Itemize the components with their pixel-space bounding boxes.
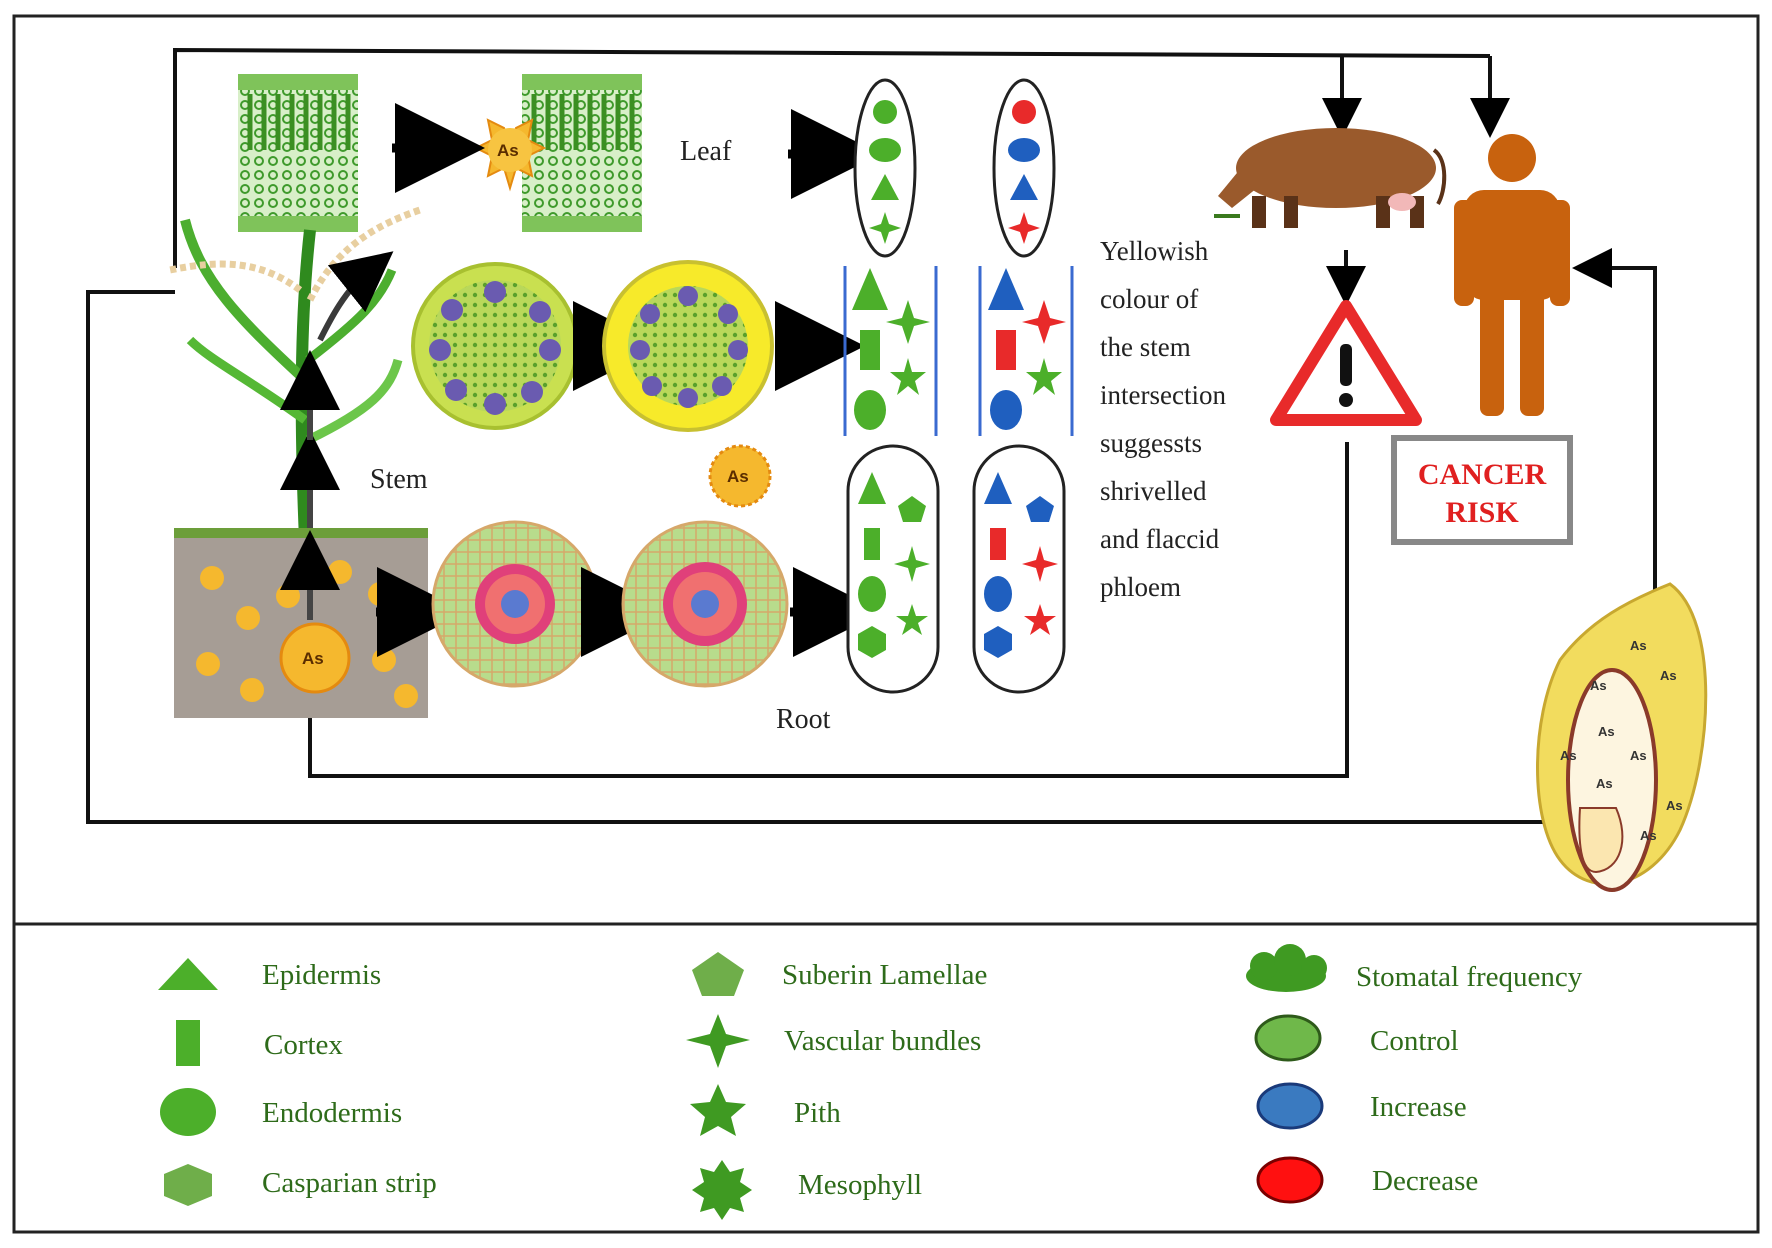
as-label-leaf: As	[497, 141, 519, 160]
svg-text:As: As	[1560, 748, 1577, 763]
svg-text:Suberin Lamellae: Suberin Lamellae	[782, 959, 987, 991]
svg-text:Epidermis: Epidermis	[262, 959, 381, 991]
root-section-treated: As	[621, 444, 789, 688]
svg-text:Endodermis: Endodermis	[262, 1097, 402, 1129]
svg-text:As: As	[1630, 638, 1647, 653]
cloud-icon	[1246, 944, 1327, 992]
svg-text:and flaccid: and flaccid	[1100, 524, 1220, 554]
legend-item-casparian-strip: Casparian strip	[164, 1164, 437, 1206]
legend-item-control: Control	[1254, 1014, 1459, 1062]
legend-item-decrease: Decrease	[1256, 1156, 1478, 1204]
warning-sign-icon	[1270, 300, 1422, 426]
as-label-soil: As	[302, 649, 324, 668]
svg-text:Yellowish: Yellowish	[1100, 236, 1209, 266]
legend-item-mesophyll: Mesophyll	[692, 1160, 922, 1220]
legend-item-cortex: Cortex	[176, 1020, 343, 1066]
connector-lines	[86, 47, 1657, 824]
stem-section-treated	[602, 260, 774, 432]
svg-text:RISK: RISK	[1445, 496, 1519, 529]
legend: Epidermis Cortex Endodermis Casparian st…	[158, 944, 1583, 1220]
legend-item-pith: Pith	[690, 1084, 841, 1136]
root-label: Root	[776, 704, 831, 735]
legend-item-vascular-bundles: Vascular bundles	[686, 1014, 981, 1068]
svg-text:As: As	[1598, 724, 1615, 739]
stem-section-control	[411, 262, 579, 430]
svg-text:As: As	[1630, 748, 1647, 763]
svg-text:colour of: colour of	[1100, 284, 1198, 314]
svg-text:Vascular bundles: Vascular bundles	[784, 1025, 981, 1057]
leaf-capsule-control	[853, 78, 917, 258]
stem-label: Stem	[370, 464, 428, 495]
stem-shapes-control	[843, 266, 938, 436]
soil-block: As	[174, 528, 428, 718]
legend-item-stomatal-frequency: Stomatal frequency	[1246, 944, 1583, 993]
svg-text:Increase: Increase	[1370, 1091, 1467, 1123]
svg-text:As: As	[1660, 668, 1677, 683]
green-ellipse-icon	[1254, 1014, 1322, 1062]
legend-item-epidermis: Epidermis	[158, 958, 381, 991]
red-ellipse-icon	[1256, 1156, 1324, 1204]
triangle-icon	[158, 958, 218, 990]
svg-text:As: As	[1640, 828, 1657, 843]
legend-item-endodermis: Endodermis	[160, 1088, 402, 1136]
svg-text:suggessts: suggessts	[1100, 428, 1202, 458]
svg-text:Decrease: Decrease	[1372, 1165, 1478, 1197]
svg-text:Stomatal frequency: Stomatal frequency	[1356, 961, 1583, 993]
leaf-tissue-treated	[522, 74, 642, 232]
svg-text:CANCER: CANCER	[1418, 458, 1547, 491]
as-label-root: As	[727, 467, 749, 486]
svg-text:Pith: Pith	[794, 1097, 841, 1129]
eight-point-star-icon	[692, 1160, 752, 1220]
blue-ellipse-icon	[1256, 1082, 1324, 1130]
legend-item-suberin-lamellae: Suberin Lamellae	[692, 952, 987, 996]
root-section-control	[431, 520, 599, 688]
leaf-capsule-treated	[992, 78, 1056, 258]
four-point-star-icon	[686, 1014, 750, 1068]
stem-shapes-treated	[978, 266, 1074, 436]
svg-text:the stem: the stem	[1100, 332, 1191, 362]
rice-plant	[169, 206, 422, 541]
svg-text:shrivelled: shrivelled	[1100, 476, 1207, 506]
svg-text:Cortex: Cortex	[264, 1029, 343, 1061]
legend-item-increase: Increase	[1256, 1082, 1467, 1130]
rice-grain-icon: As As As As As As As As As	[1536, 582, 1708, 892]
svg-text:Control: Control	[1370, 1025, 1459, 1057]
leaf-label: Leaf	[680, 136, 732, 167]
five-point-star-icon	[690, 1084, 746, 1136]
rectangle-icon	[176, 1020, 200, 1066]
circle-icon	[160, 1088, 216, 1136]
cow-icon	[1214, 128, 1447, 228]
leaf-tissue-control	[238, 74, 358, 232]
svg-text:As: As	[1596, 776, 1613, 791]
cancer-risk-box: CANCER RISK	[1391, 435, 1573, 545]
svg-text:As: As	[1590, 678, 1607, 693]
svg-text:As: As	[1666, 798, 1683, 813]
svg-text:intersection: intersection	[1100, 380, 1226, 410]
pentagon-icon	[692, 952, 744, 996]
root-capsule-treated	[972, 444, 1066, 694]
hexagon-icon	[164, 1164, 212, 1206]
human-icon	[1454, 134, 1570, 416]
arsenic-particle-leaf: As	[473, 118, 547, 192]
root-capsule-control	[846, 444, 940, 694]
svg-text:Casparian strip: Casparian strip	[262, 1167, 437, 1199]
svg-text:phloem: phloem	[1100, 572, 1181, 602]
svg-text:Mesophyll: Mesophyll	[798, 1169, 922, 1201]
observation-text: Yellowish colour of the stem intersectio…	[1100, 236, 1226, 602]
outer-frame	[12, 14, 1760, 1234]
